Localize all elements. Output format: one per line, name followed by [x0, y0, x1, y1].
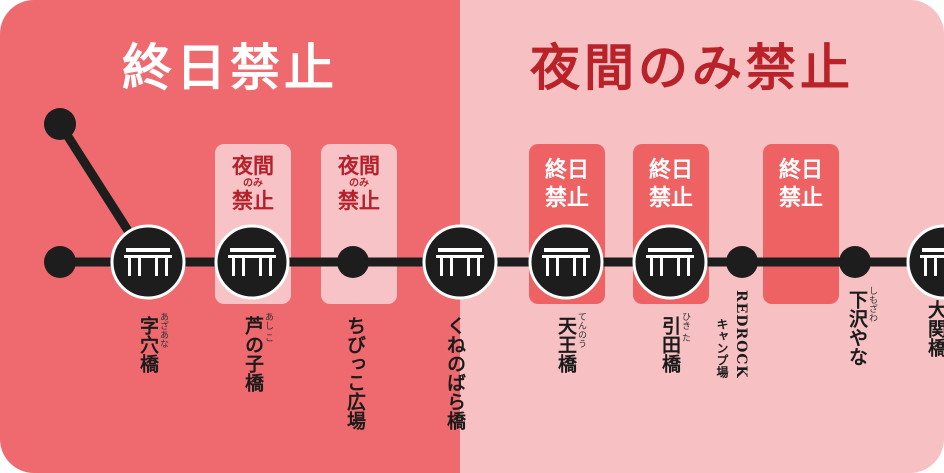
bridge-icon: [110, 224, 186, 300]
night-only-badge: 夜間のみ禁止: [321, 144, 397, 304]
bridge-icon: [906, 224, 944, 300]
station-label-azaana: 字穴橋: [137, 316, 159, 373]
station-label-ashinoko: 芦の子橋: [242, 316, 264, 392]
route-start-dot: [44, 108, 76, 140]
station-label-shimozawa: 下沢やな: [846, 290, 868, 366]
station-dot: [337, 246, 369, 278]
station-label-hikita: 引田橋: [659, 316, 681, 373]
bridge-icon: [214, 224, 290, 300]
station-dot: [726, 246, 758, 278]
station-ruby-azaana: あざあな: [158, 312, 168, 348]
station-ruby-ashinoko: あし こ: [263, 312, 273, 342]
all-day-section-title: 終日禁止: [122, 38, 338, 97]
route-end-dot: [44, 246, 76, 278]
night-section-title: 夜間のみ禁止: [530, 38, 854, 97]
all-day-badge: 終日禁止: [763, 144, 839, 304]
station-ruby-tenno: てんのう: [576, 312, 586, 348]
station-ruby-shimozawa: しもざわ: [867, 286, 877, 322]
station-label-camp: キャンプ場: [715, 318, 729, 378]
station-dot: [839, 246, 871, 278]
station-label-kunenobara: くねのばら橋: [444, 316, 466, 430]
station-label-redrock: REDROCK: [733, 290, 749, 379]
station-label-tenno: 天王橋: [555, 316, 577, 373]
bridge-icon: [422, 224, 498, 300]
station-ruby-hikita: ひき た: [680, 312, 690, 342]
station-label-chibikko: ちびっこ広場: [344, 316, 366, 430]
bridge-icon: [632, 224, 708, 300]
station-label-ozeki: 大関橋: [925, 300, 944, 357]
bridge-icon: [528, 224, 604, 300]
